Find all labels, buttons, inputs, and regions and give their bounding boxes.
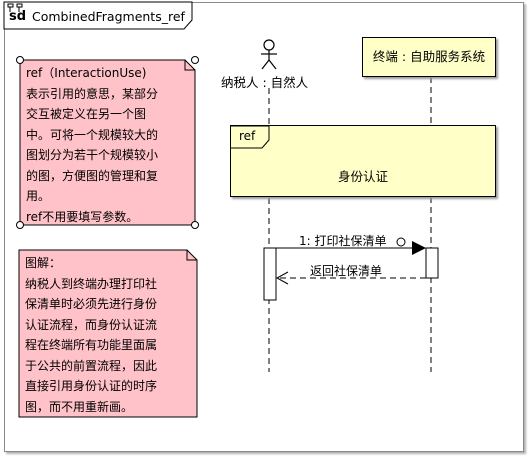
ref-tag-outline bbox=[231, 126, 270, 149]
note-2-outline bbox=[18, 249, 198, 418]
ref-tag: ref bbox=[239, 129, 256, 143]
note-diagram-explanation[interactable]: 图解： 纳税人到终端办理打印社 保清单时必须先进行身份 认证流程，而身份认证流 … bbox=[19, 250, 197, 417]
frame-tab-outline bbox=[3, 1, 193, 30]
note-line: 的图，方便图的管理和复 bbox=[26, 168, 159, 183]
note-1-fold bbox=[184, 60, 195, 71]
note-line: 认证流程，而身份认证流 bbox=[25, 317, 158, 332]
note-line: 直接引用身份认证的时序 bbox=[25, 379, 158, 393]
frame-kind: sd bbox=[9, 9, 27, 24]
frame-title: CombinedFragments_ref bbox=[32, 9, 185, 24]
message-2-arrowhead bbox=[275, 271, 289, 285]
note-line: 纳税人到终端办理打印社 bbox=[25, 276, 158, 291]
frame-tab[interactable]: sd CombinedFragments_ref bbox=[4, 2, 192, 29]
note-line: ref不用要填写参数。 bbox=[26, 209, 139, 224]
note-line: 图解： bbox=[25, 256, 62, 270]
note-line: 保清单时必须先进行身份 bbox=[25, 297, 158, 311]
note-line: 于公共的前置流程，因此 bbox=[25, 358, 158, 373]
actor-label: 纳税人 : 自然人 bbox=[221, 75, 309, 90]
note-2-fold bbox=[186, 250, 197, 261]
note-line: 图，而不用重新画。 bbox=[25, 399, 134, 414]
ref-fragment[interactable]: ref 身份认证 bbox=[230, 125, 496, 197]
note-line: 中。可将一个规模较大的 bbox=[26, 127, 159, 142]
note-ref-explanation[interactable]: ref（InteractionUse) 表示引用的意思，某部分 交互被定义在另一… bbox=[20, 60, 195, 225]
terminal-activation-bar bbox=[425, 247, 439, 279]
message-1-label: 1: 打印社保清单 bbox=[299, 234, 387, 248]
sequence-diagram-icon bbox=[7, 3, 23, 12]
terminal-lifeline-head[interactable]: 终端 : 自助服务系统 bbox=[362, 37, 496, 77]
note-line: 交互被定义在另一个图 bbox=[26, 107, 147, 121]
note-line: 程在终端所有功能里面属 bbox=[25, 338, 158, 352]
note-line: 表示引用的意思，某部分 bbox=[26, 86, 159, 101]
note-1-outline bbox=[19, 59, 196, 226]
ref-fragment-name: 身份认证 bbox=[337, 169, 388, 184]
note-line: ref（InteractionUse) bbox=[26, 66, 147, 80]
message-2-label: 返回社保清单 bbox=[310, 264, 383, 278]
message-1-arrowhead bbox=[412, 241, 426, 255]
note-line: 图划分为若干个规模较小 bbox=[26, 148, 159, 162]
actor-icon[interactable] bbox=[261, 39, 277, 70]
message-1-anchor[interactable] bbox=[396, 237, 406, 247]
actor-activation-bar bbox=[263, 247, 277, 301]
note-line: 用。 bbox=[26, 189, 51, 203]
selection-handles[interactable] bbox=[16, 56, 199, 229]
